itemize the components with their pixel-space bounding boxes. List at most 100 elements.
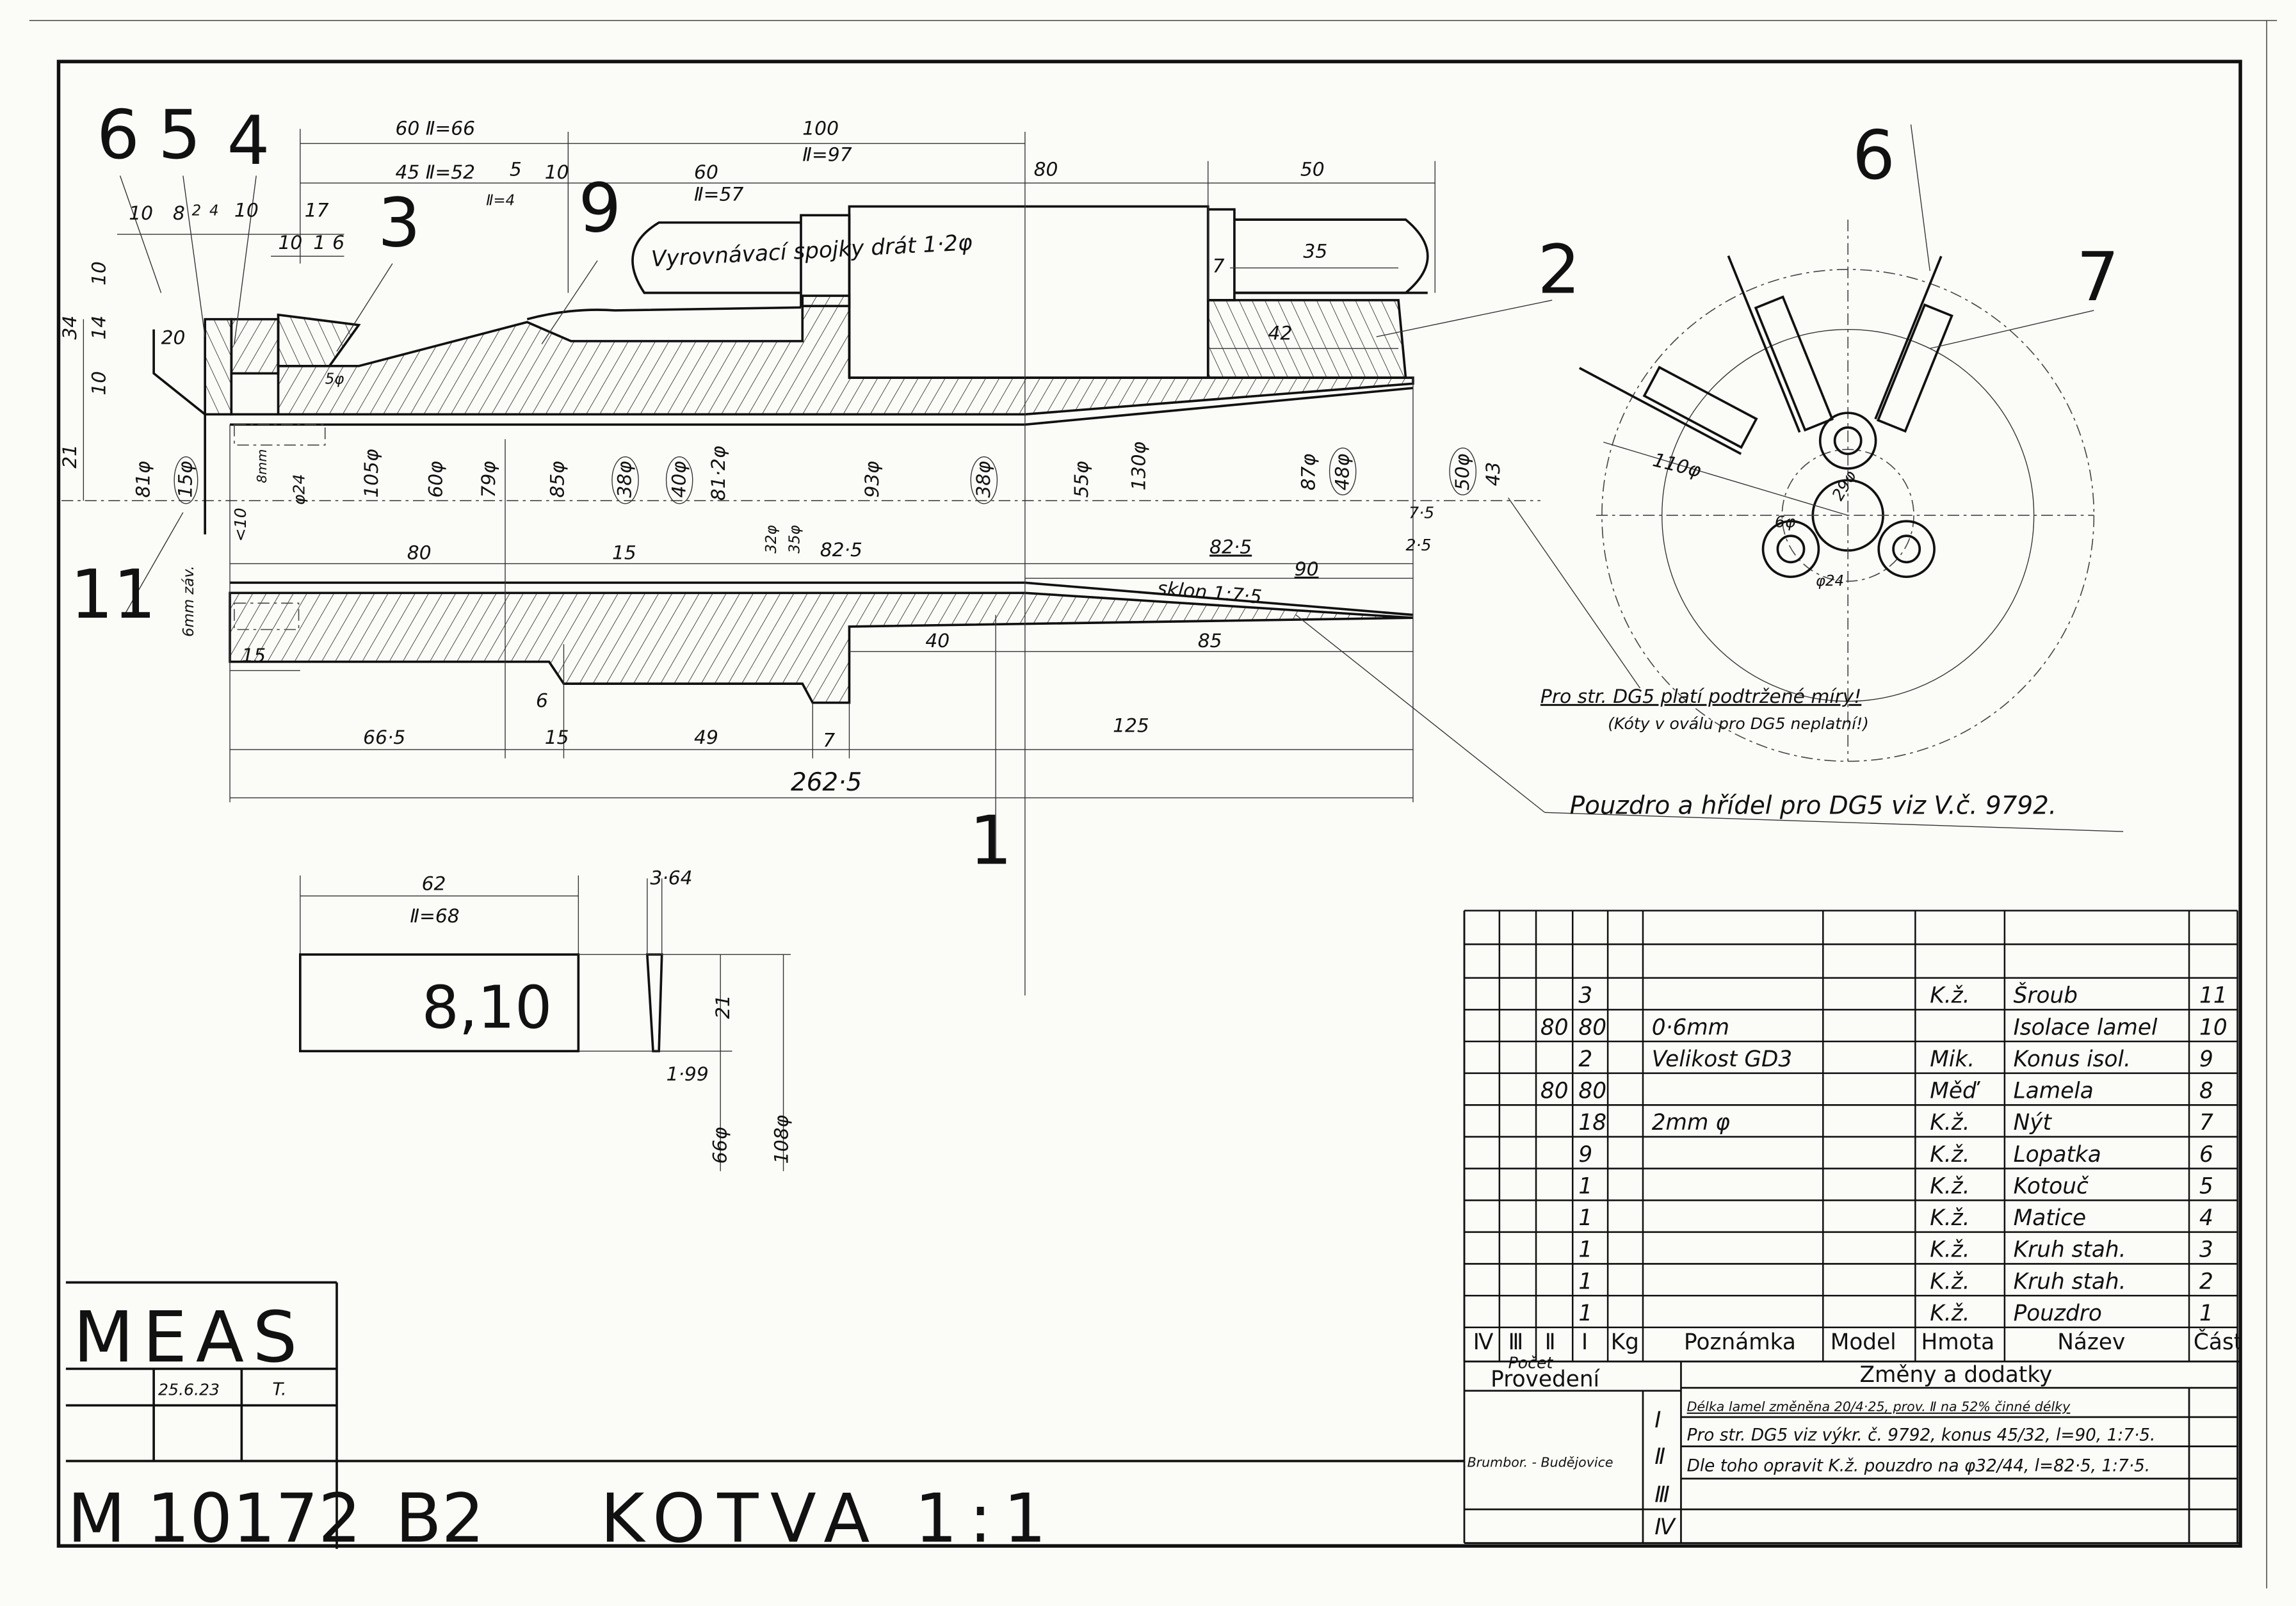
parts-row-name: Konus isol. [2014,1047,2131,1072]
dimension-label: 82·5 [820,539,862,561]
title-block: MEAS 25.6.23 T. M 10172 B2 KOTVA 1:1 [65,1281,1464,1557]
lamella-outer-diameter: 108φ [770,1115,793,1164]
equalizer-wire [631,221,801,294]
parts-row-qty-i: 9 [1578,1142,1592,1168]
end-view-pitch-24: φ24 [1816,573,1844,590]
parts-row-name: Lamela [2014,1079,2094,1104]
dimension-label: 21 [59,444,81,469]
parts-row-qty-i: 1 [1578,1237,1592,1263]
dimension-label: 81·2φ [707,446,730,501]
dimension-label: 60 [694,161,718,184]
drawing-title: KOTVA 1:1 [601,1479,1058,1557]
dimension-label: 125 [1113,715,1149,737]
dimension-label: 1 [313,232,325,254]
balloon-9: 9 [578,168,621,247]
nut-4 [230,317,280,375]
parts-row-part-number: 4 [2199,1205,2213,1231]
dimension-label: 7·5 [1409,504,1434,522]
parts-row-part-number: 2 [2199,1269,2213,1294]
parts-row-material: K.ž. [1930,1301,1969,1326]
dimension-label: 49 [694,727,718,749]
parts-row-name: Matice [2014,1205,2087,1231]
clamping-ring-2 [1206,299,1407,379]
dimension-label: 43 [1482,462,1505,486]
parts-row-part-number: 7 [2199,1110,2213,1136]
balloon-5: 5 [158,95,201,174]
parts-row-qty-ii: 80 [1540,1079,1569,1104]
parts-row-material: K.ž. [1930,1237,1969,1263]
parts-row-qty-i: 80 [1578,1015,1606,1040]
dimension-label: 87φ [1298,453,1320,490]
drawing-format: B2 [395,1479,484,1557]
note-underlined-dimensions: Pro str. DG5 platí podtržené míry! [1540,686,1861,708]
changes-title: Změny a dodatky [1859,1362,2052,1388]
dimension-label: 105φ [360,449,383,498]
parts-row-material: K.ž. [1930,1269,1969,1294]
balloon-7: 7 [2076,237,2119,316]
lamella-thickness-bottom: 1·99 [667,1063,709,1086]
parts-row-qty-i: 80 [1578,1079,1606,1104]
dimension-label: 40 [925,630,950,652]
dimension-label: 93φ [861,461,884,498]
dimension-label: 60 Ⅱ=66 [395,117,475,140]
parts-header-iv: Ⅳ [1473,1329,1494,1355]
dimension-label: 4 [209,202,219,219]
parts-row-note: 0·6mm [1652,1015,1729,1040]
parts-row-qty-i: 1 [1578,1173,1592,1199]
change-roman-2: Ⅱ [1654,1444,1665,1470]
dimension-label: 45 Ⅱ=52 [395,161,475,184]
parts-row-part-number: 11 [2199,983,2227,1009]
dimension-label: 14 [88,316,111,340]
dimension-label: Ⅱ=57 [694,183,743,205]
dimension-label: 55φ [1071,461,1093,498]
parts-row-qty-i: 2 [1578,1047,1592,1072]
end-view-hole-6: 6φ [1775,512,1796,531]
parts-row-qty-i: 3 [1578,983,1592,1009]
parts-row-material: K.ž. [1930,1142,1969,1168]
parts-header-iii: Ⅲ [1508,1329,1524,1355]
parts-row-part-number: 3 [2199,1237,2213,1263]
blades [1578,255,1953,455]
parts-row-part-number: 9 [2199,1047,2213,1072]
balloon-11: 11 [70,555,156,634]
dimension-label: 35φ [787,525,804,553]
change-row-1: Délka lamel změněna 20/4·25, prov. Ⅱ na … [1687,1399,2071,1415]
dimension-label: 79φ [478,461,500,498]
parts-row-material: Mik. [1930,1047,1975,1072]
dimension-label: 15 [612,542,636,565]
lamella-height: 21 [712,995,734,1019]
balloon-6: 6 [97,95,140,174]
parts-row-part-number: 8 [2199,1079,2213,1104]
parts-header-note: Poznámka [1684,1329,1796,1355]
dimension-label: 5 [510,159,522,181]
drawing-date: 25.6.23 [158,1381,220,1399]
parts-row-qty-i: 18 [1578,1110,1606,1136]
parts-row-qty-i: 1 [1578,1301,1592,1326]
execution-value: Brumbor. - Budějovice [1467,1455,1613,1470]
dimension-label: 5φ [325,371,344,387]
parts-row-name: Isolace lamel [2014,1015,2158,1040]
drawer-initial: T. [272,1380,286,1400]
dimension-label: 130φ [1128,442,1150,491]
balloon-6-end-view: 6 [1852,116,1895,195]
dimension-label: 15 [241,645,266,667]
parts-row-part-number: 6 [2199,1142,2213,1168]
change-roman-1: Ⅰ [1654,1408,1661,1433]
parts-header-model: Model [1831,1329,1896,1355]
changes-block: Změny a dodatky Provedení Brumbor. - Bud… [1463,910,2241,1544]
parts-header-kg: Kg [1611,1329,1639,1355]
notes: Pro str. DG5 platí podtržené míry! (Kóty… [1540,686,2057,821]
parts-row-name: Lopatka [2014,1142,2101,1168]
end-view: 110φ 29φ 6φ φ24 [1578,124,2095,762]
parts-header-i: Ⅰ [1581,1329,1588,1355]
parts-row-material: K.ž. [1930,1110,1969,1136]
dimension-label: 100 [802,117,839,140]
change-row-2: Pro str. DG5 viz výkr. č. 9792, konus 45… [1687,1425,2156,1445]
dimension-label: 15 [545,727,569,749]
commutator-lamella [848,205,1209,379]
change-roman-4: Ⅳ [1654,1514,1676,1540]
dimension-label: 60φ [425,461,448,498]
parts-row-note: Velikost GD3 [1652,1047,1792,1072]
dimension-label: 38φ [614,461,636,498]
